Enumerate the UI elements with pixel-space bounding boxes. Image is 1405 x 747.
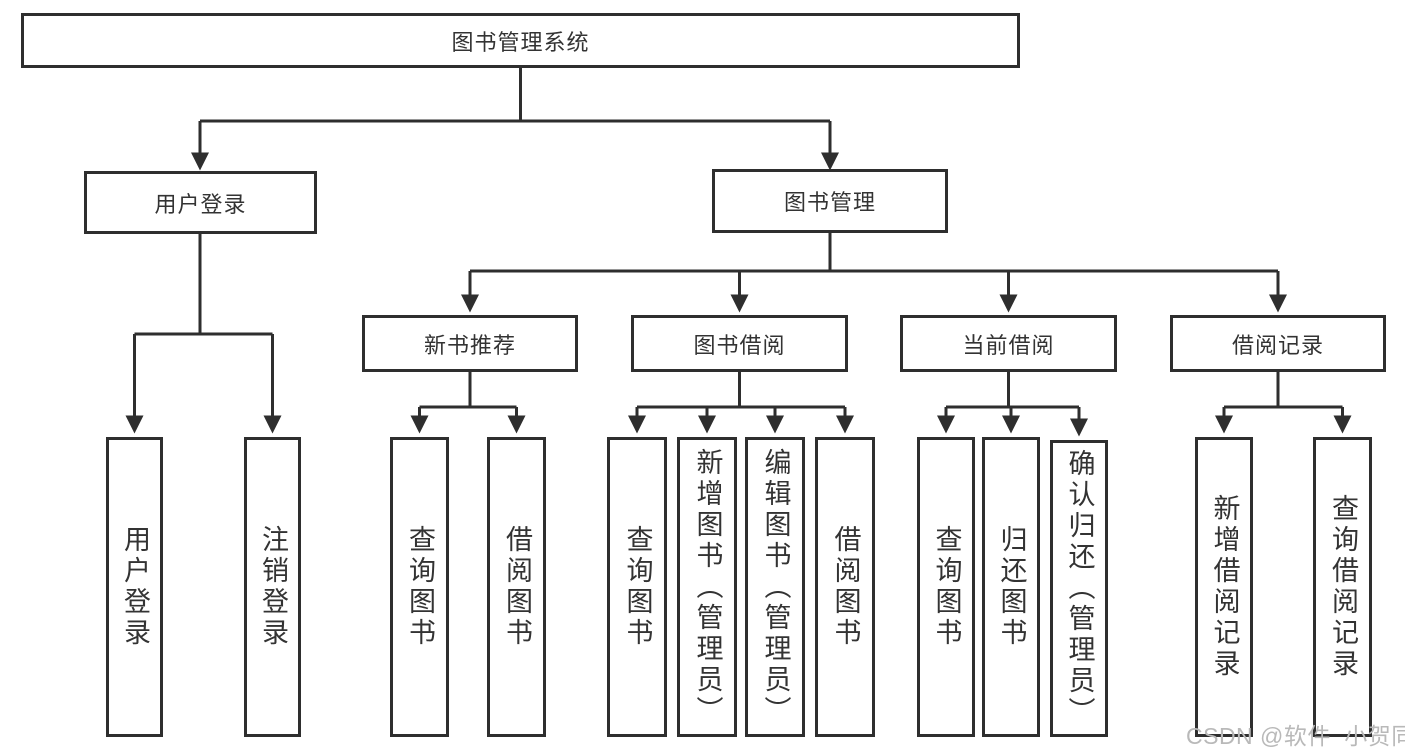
leaf-query-books-3: 查询图书 bbox=[917, 437, 975, 737]
node-book-management-system: 图书管理系统 bbox=[21, 13, 1020, 68]
node-label: 图书管理 bbox=[783, 190, 876, 215]
node-user-login: 用户登录 bbox=[84, 171, 317, 234]
node-label: 查询图书 bbox=[931, 525, 962, 649]
leaf-add-borrow-record: 新增借阅记录 bbox=[1195, 437, 1253, 737]
node-label: 借阅图书 bbox=[830, 525, 861, 649]
node-label: 确认归还（管理员） bbox=[1064, 449, 1095, 728]
csdn-watermark: CSDN @软件_小贺同学 bbox=[1186, 723, 1405, 747]
node-label: 归还图书 bbox=[996, 525, 1027, 649]
node-label: 新增借阅记录 bbox=[1209, 494, 1240, 680]
node-label: 借阅图书 bbox=[502, 525, 532, 649]
leaf-user-login: 用户登录 bbox=[106, 437, 163, 737]
leaf-logout-login: 注销登录 bbox=[244, 437, 301, 737]
leaf-confirm-return-admin: 确认归还（管理员） bbox=[1050, 440, 1108, 737]
node-book-management: 图书管理 bbox=[712, 169, 948, 233]
node-label: 查询图书 bbox=[622, 525, 653, 649]
node-label: 用户登录 bbox=[120, 525, 150, 649]
leaf-query-books-1: 查询图书 bbox=[390, 437, 449, 737]
node-borrowing-records: 借阅记录 bbox=[1170, 315, 1386, 372]
node-label: 新书推荐 bbox=[423, 332, 516, 358]
node-current-borrowing: 当前借阅 bbox=[900, 315, 1117, 372]
leaf-borrow-books-2: 借阅图书 bbox=[815, 437, 875, 737]
node-label: 注销登录 bbox=[258, 525, 288, 649]
node-label: 图书管理系统 bbox=[451, 29, 590, 55]
node-label: 图书借阅 bbox=[693, 332, 786, 358]
leaf-borrow-books-1: 借阅图书 bbox=[487, 437, 546, 737]
leaf-query-borrow-record: 查询借阅记录 bbox=[1313, 437, 1372, 737]
node-new-book-recommend: 新书推荐 bbox=[362, 315, 578, 372]
leaf-add-books-admin: 新增图书（管理员） bbox=[677, 437, 737, 737]
node-label: 编辑图书（管理员） bbox=[760, 447, 791, 727]
leaf-query-books-2: 查询图书 bbox=[607, 437, 667, 737]
node-label: 查询图书 bbox=[405, 525, 435, 649]
node-label: 查询借阅记录 bbox=[1328, 494, 1358, 680]
leaf-return-books: 归还图书 bbox=[982, 437, 1040, 737]
leaf-edit-books-admin: 编辑图书（管理员） bbox=[745, 437, 805, 737]
node-label: 借阅记录 bbox=[1231, 332, 1324, 358]
node-book-borrowing: 图书借阅 bbox=[631, 315, 848, 372]
node-label: 用户登录 bbox=[154, 191, 247, 217]
node-label: 当前借阅 bbox=[962, 332, 1055, 358]
node-label: 新增图书（管理员） bbox=[692, 447, 723, 727]
